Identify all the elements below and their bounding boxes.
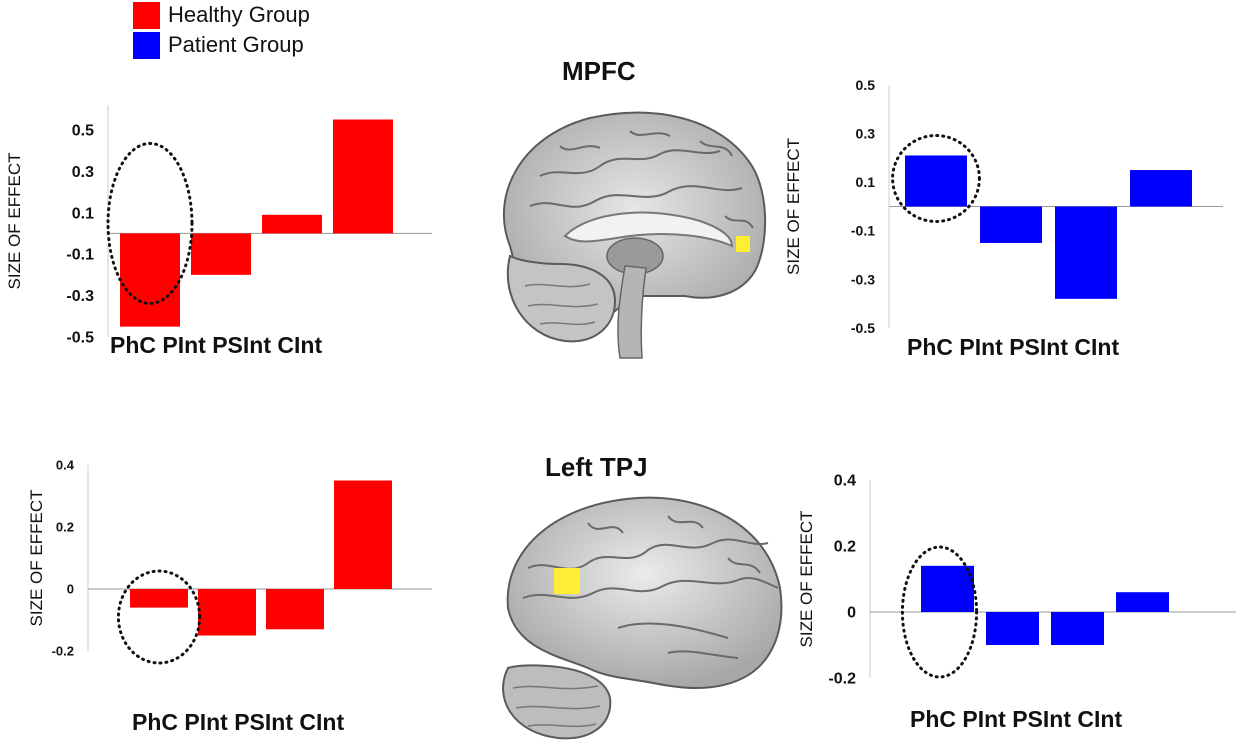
y-tick-label: 0.1 [72,205,94,222]
y-tick-label: 0.4 [834,473,856,490]
bar-pint [191,233,251,275]
bar-phc [905,155,967,207]
mpfc-activation-highlight [736,236,750,252]
y-tick-label: 0.3 [72,164,94,181]
highlight-dotted-ellipse [106,141,194,305]
bar-psint [266,589,324,630]
legend-label-patient: Patient Group [168,32,304,57]
tpj-activation-highlight [554,568,580,594]
bar-phc [130,589,188,608]
category-caption: PhC PInt PSInt CInt [907,334,1119,360]
bar-cint [1116,592,1169,612]
legend-label-healthy: Healthy Group [168,2,310,27]
bar-cint [1130,170,1192,207]
bar-pint [980,206,1042,243]
y-tick-label: 0.2 [834,539,856,556]
y-tick-label: -0.2 [52,644,74,659]
y-tick-label: -0.3 [851,271,875,287]
y-tick-label: 0.5 [72,122,94,139]
y-tick-label: 0 [847,605,856,622]
bar-cint [333,119,393,234]
y-tick-label: -0.1 [66,247,94,264]
y-tick-label: -0.1 [851,223,875,239]
category-caption: PhC PInt PSInt CInt [910,706,1122,732]
category-caption: PhC PInt PSInt CInt [132,709,344,735]
y-tick-label: 0 [67,582,74,597]
y-tick-label: 0.1 [856,174,876,190]
legend-item-healthy: Healthy Group [133,0,310,30]
bar-psint [1051,612,1104,645]
y-tick-label: 0.3 [856,126,876,142]
legend-swatch-patient [133,31,160,59]
bar-phc [120,233,180,327]
y-axis-label: SIZE OF EFFECT [784,138,803,275]
bar-psint [1055,206,1117,299]
brain-sagittal-lateral-image [502,496,783,740]
bar-pint [986,612,1039,645]
legend: Healthy Group Patient Group [133,0,310,60]
y-tick-label: -0.3 [66,288,94,305]
y-tick-label: 0.4 [56,458,75,473]
y-tick-label: -0.5 [851,320,875,336]
legend-swatch-healthy [133,1,160,29]
bar-phc [921,565,974,612]
bar-cint [334,480,392,589]
bar-pint [198,589,256,636]
y-axis-label: SIZE OF EFFECT [797,511,816,648]
region-title-left-tpj: Left TPJ [545,452,648,482]
highlight-dotted-ellipse [891,134,981,223]
bar-psint [262,214,322,234]
y-axis-label: SIZE OF EFFECT [5,153,24,290]
y-tick-label: -0.2 [828,671,856,688]
y-tick-label: 0.2 [56,520,74,535]
highlight-dotted-ellipse [116,569,202,665]
y-tick-label: 0.5 [856,77,876,93]
y-axis-label: SIZE OF EFFECT [27,490,46,627]
brain-sagittal-medial-image [502,111,767,359]
category-caption: PhC PInt PSInt CInt [110,332,322,358]
y-tick-label: -0.5 [66,330,94,347]
region-title-mpfc: MPFC [562,56,636,86]
legend-item-patient: Patient Group [133,30,310,60]
highlight-dotted-ellipse [900,545,979,679]
